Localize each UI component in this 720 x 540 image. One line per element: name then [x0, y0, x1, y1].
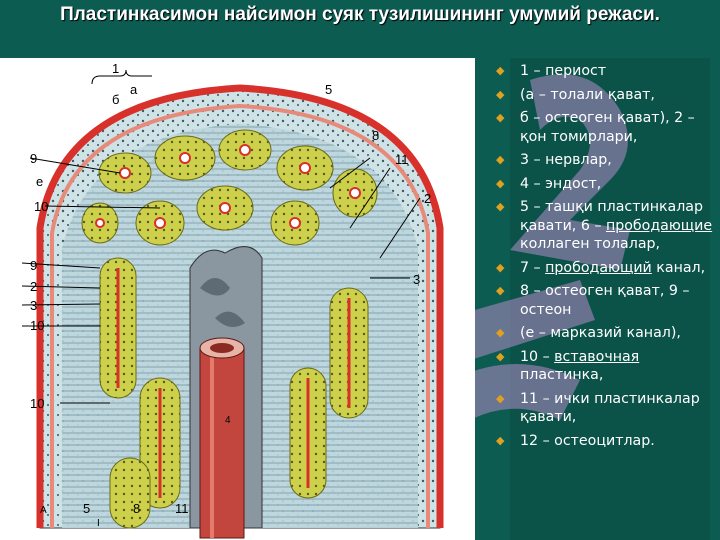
- label-2-right: 2: [424, 191, 431, 206]
- underlined-term: вставочная: [554, 348, 640, 365]
- label-e: е: [36, 174, 43, 189]
- label-3-right: 3: [413, 272, 420, 287]
- label-b: б: [112, 92, 119, 107]
- label-10-bottom: 10: [30, 396, 44, 411]
- legend-item: (е – марказий канал),: [494, 324, 714, 343]
- legend-item: 8 – остеоген қават, 9 – остеон: [494, 282, 714, 319]
- label-8-top: 8: [372, 128, 379, 143]
- legend-item: 4 – эндост,: [494, 175, 714, 194]
- bone-structure-illustration: 1 а б 5 8 11 9 е 10 2 3 9 2 3 10 10 4 А …: [0, 58, 475, 540]
- label-10-top: 10: [34, 199, 48, 214]
- label-5-top: 5: [325, 82, 332, 97]
- label-1: 1: [112, 61, 119, 76]
- legend-item: б – остеоген қават), 2 – қон томирлари,: [494, 109, 714, 146]
- bone-diagram-svg: 1 а б 5 8 11 9 е 10 2 3 9 2 3 10 10 4 А …: [21, 61, 444, 539]
- legend-item: 5 – ташқи пластинкалар қавати, 6 – пробо…: [494, 198, 714, 254]
- label-3-left: 3: [30, 298, 37, 313]
- label-11-top: 11: [395, 152, 409, 167]
- label-10-left: 10: [30, 318, 44, 333]
- label-i: I: [97, 518, 100, 529]
- legend-item: 3 – нервлар,: [494, 151, 714, 170]
- label-8-bottom: 8: [133, 501, 140, 516]
- legend-item: 7 – прободающий канал,: [494, 259, 714, 278]
- label-A: А: [40, 505, 47, 516]
- slide-title: Пластинкасимон найсимон суяк тузилишинин…: [60, 4, 660, 25]
- legend-item: 1 – периост: [494, 62, 714, 81]
- label-9-top: 9: [30, 151, 37, 166]
- label-9-left: 9: [30, 258, 37, 273]
- label-5-bottom: 5: [83, 501, 90, 516]
- legend-item: 10 – вставочная пластинка,: [494, 348, 714, 385]
- label-a: а: [130, 82, 138, 97]
- legend-item: (а – толали қават,: [494, 86, 714, 105]
- label-2-left: 2: [30, 279, 37, 294]
- legend-item: 12 – остеоцитлар.: [494, 432, 714, 451]
- label-4: 4: [225, 415, 231, 426]
- legend-item: 11 – ички пластинкалар қавати,: [494, 390, 714, 427]
- underlined-term: прободающий: [545, 259, 652, 276]
- label-11-bottom: 11: [175, 501, 189, 516]
- legend-list: 1 – периост (а – толали қават, б – остео…: [494, 62, 714, 455]
- underlined-term: прободающие: [605, 217, 713, 234]
